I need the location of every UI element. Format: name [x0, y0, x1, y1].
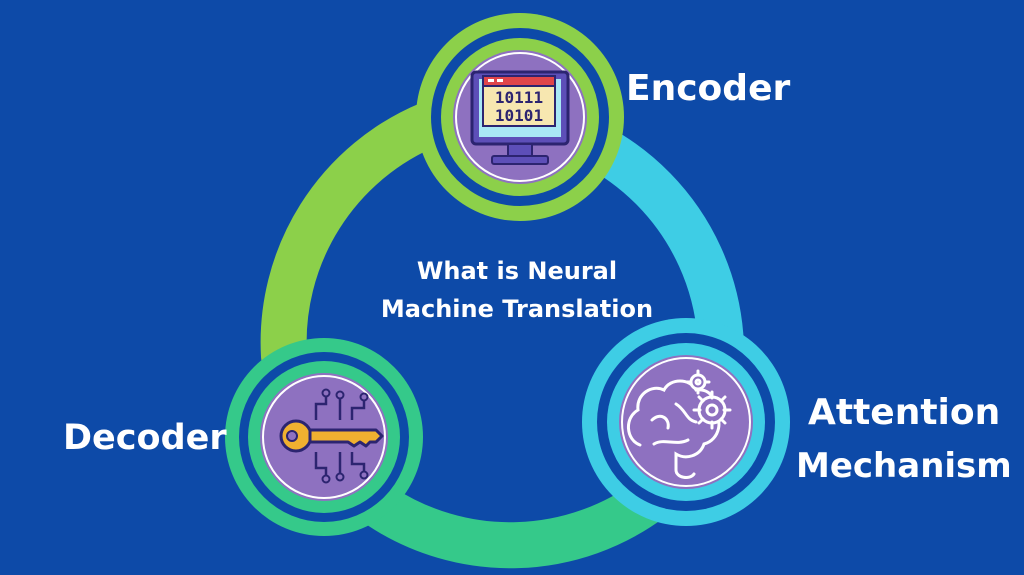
monitor-bits-line-1: 10111 — [495, 88, 543, 107]
attention-label-line-2: Mechanism — [796, 446, 1012, 486]
binary-monitor-icon: 10111 10101 — [470, 70, 570, 165]
attention-label-line-1: Attention — [808, 392, 1001, 433]
brain-gears-icon — [627, 369, 732, 479]
monitor-bits-line-2: 10101 — [495, 106, 543, 125]
encoder-label: Encoder — [626, 68, 791, 109]
arc-attention-to-decoder — [357, 475, 675, 569]
attention-node — [582, 318, 790, 526]
arc-decoder-to-encoder — [260, 101, 453, 379]
decoder-label: Decoder — [63, 418, 227, 458]
center-title-line-1: What is Neural — [416, 257, 618, 285]
encoder-node: 10111 10101 — [416, 13, 624, 221]
decoder-node — [225, 338, 423, 536]
center-title: What is Neural Machine Translation — [357, 252, 677, 328]
key-circuit-icon — [279, 388, 384, 484]
center-title-line-2: Machine Translation — [380, 295, 654, 323]
